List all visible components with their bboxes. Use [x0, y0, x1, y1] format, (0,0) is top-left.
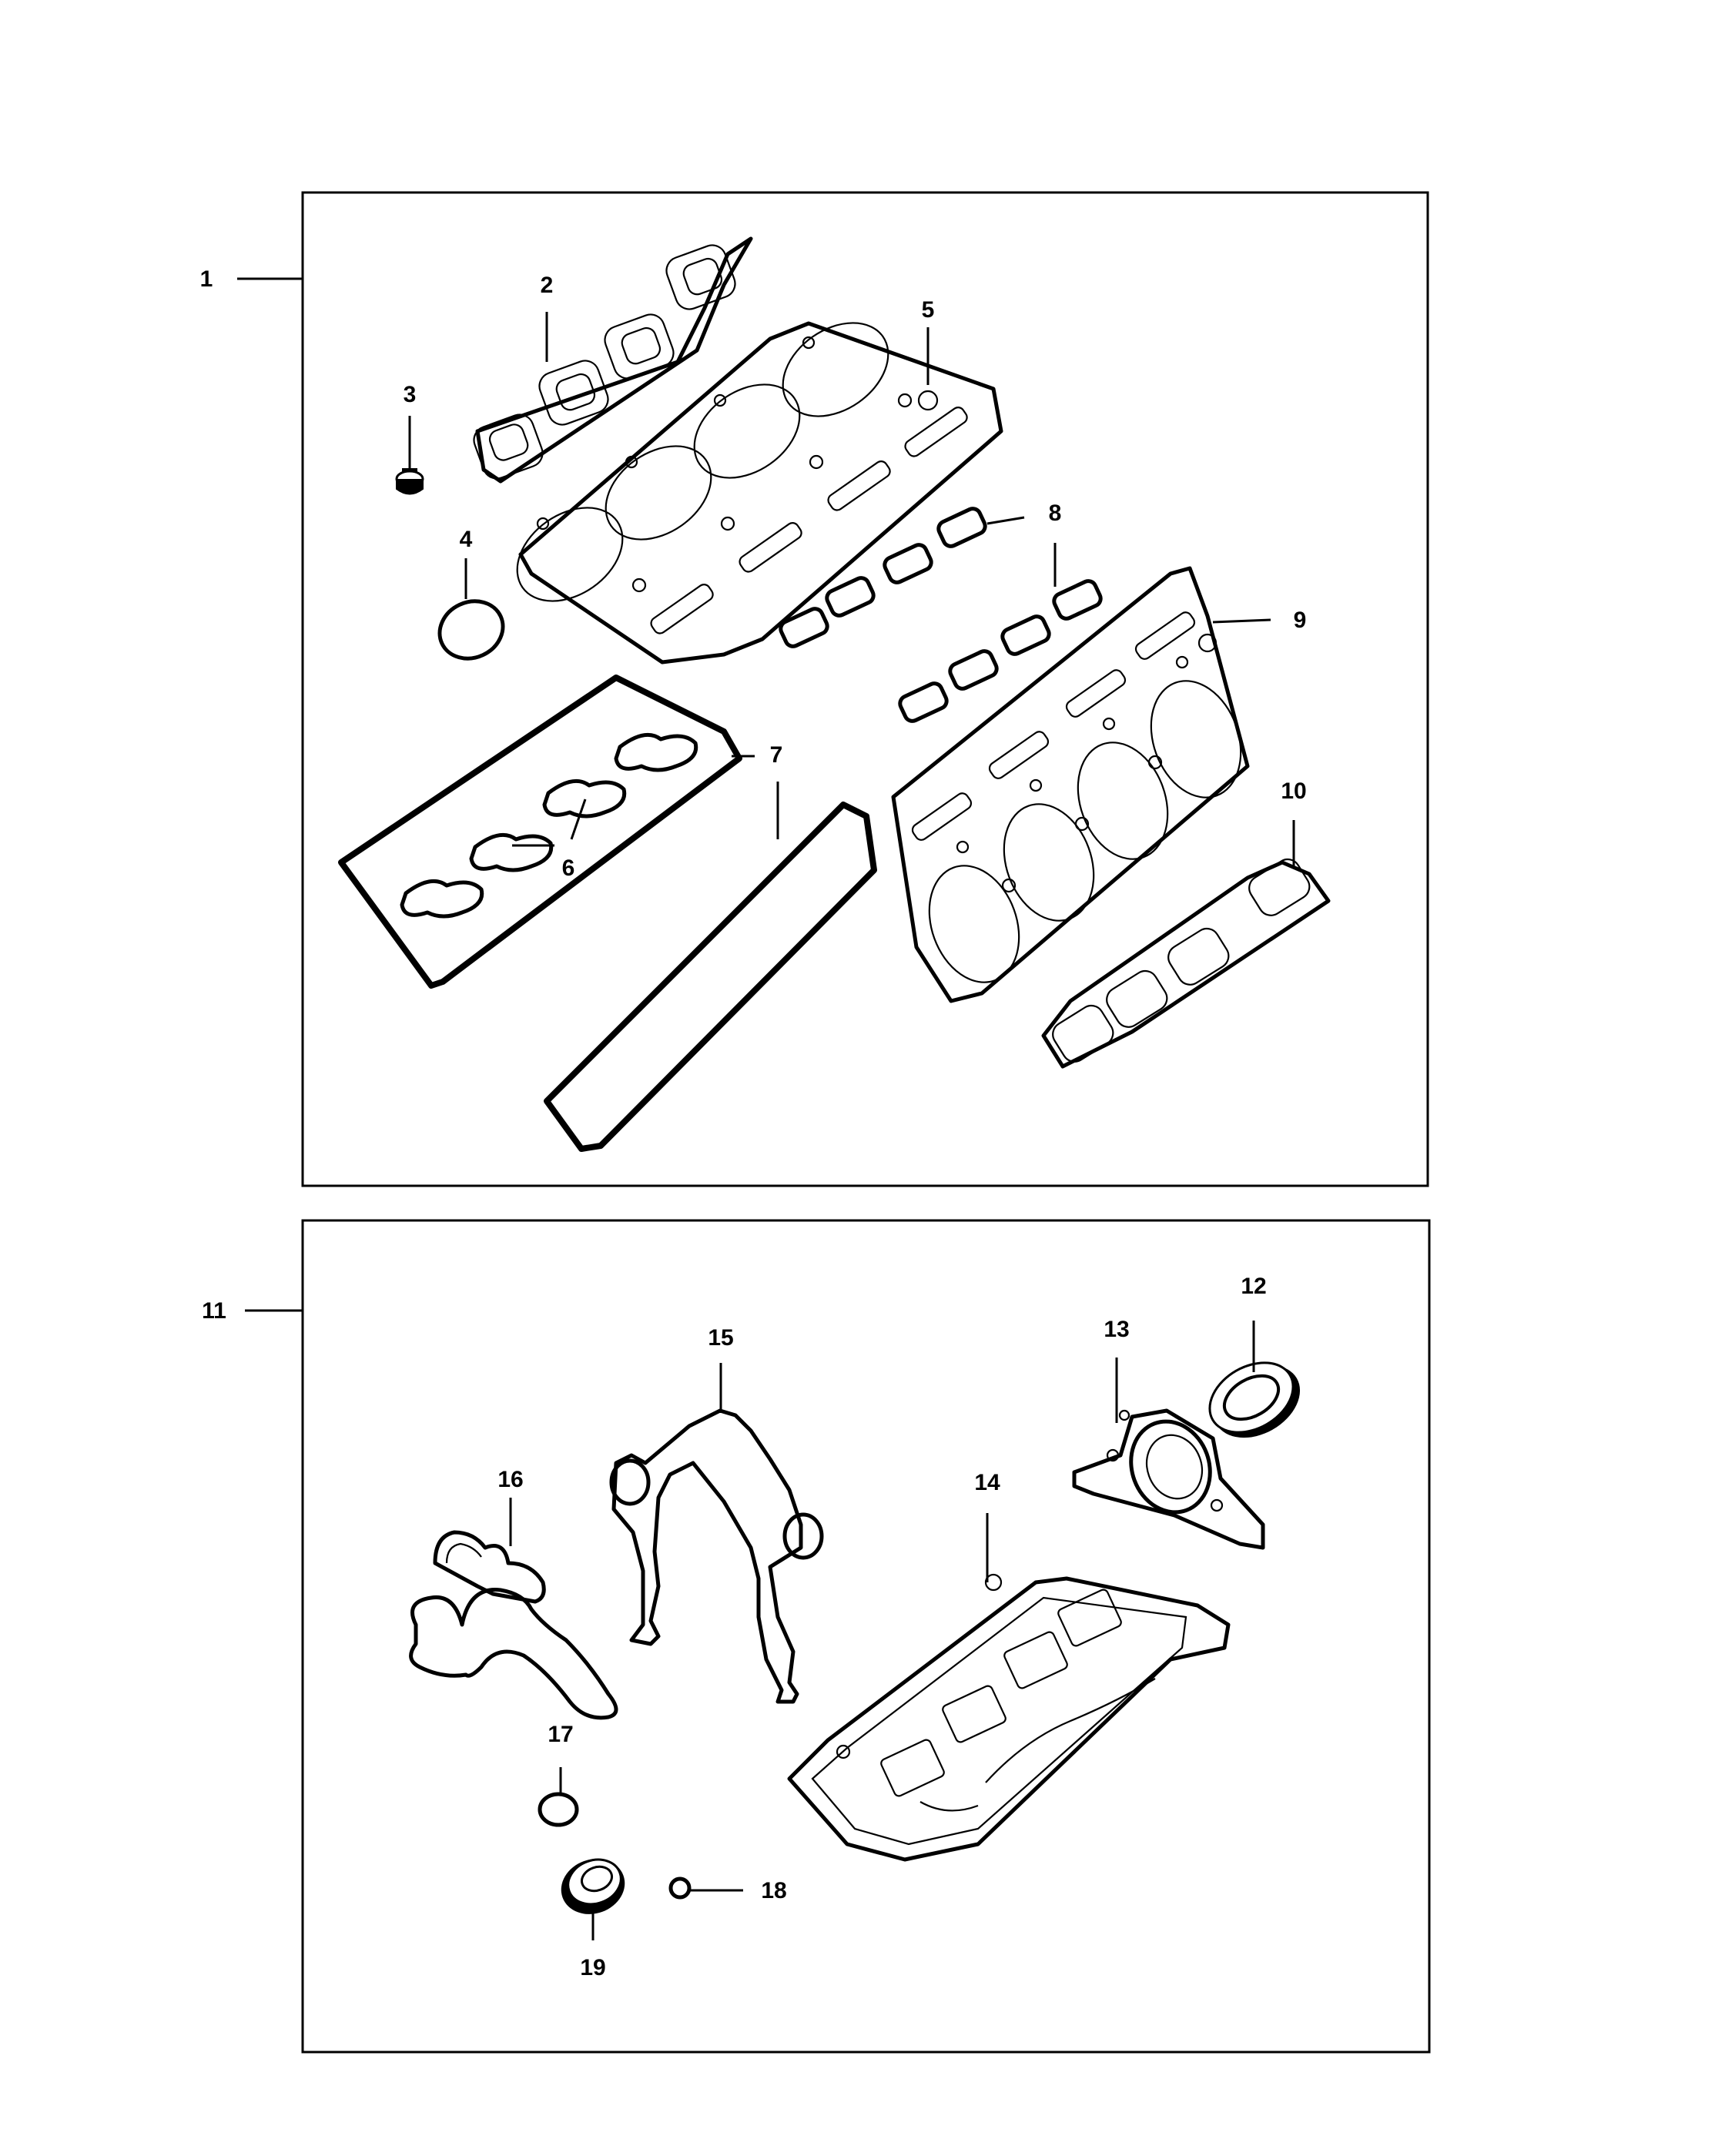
callout-19[interactable]: 19	[580, 1955, 605, 1980]
callout-10[interactable]: 10	[1281, 778, 1306, 804]
callout-18[interactable]: 18	[761, 1878, 786, 1903]
oil-pan-gasket[interactable]	[787, 1573, 1231, 1862]
upper-gasket-set-frame	[301, 191, 1429, 1187]
timing-cover-gasket[interactable]	[609, 1408, 824, 1704]
o-ring-tiny[interactable]	[668, 1876, 692, 1900]
leader-9	[1212, 618, 1271, 624]
callout-8[interactable]: 8	[1049, 500, 1062, 526]
callout-5[interactable]: 5	[922, 297, 935, 323]
water-pump-gasket[interactable]	[409, 1530, 618, 1720]
callout-2[interactable]: 2	[541, 273, 554, 298]
plug[interactable]	[395, 468, 424, 495]
callout-13[interactable]: 13	[1104, 1317, 1129, 1342]
o-ring[interactable]	[430, 591, 513, 669]
exhaust-manifold-gasket-upper[interactable]	[470, 236, 753, 484]
spark-plug-tube-seals[interactable]	[400, 732, 698, 919]
leader-8a	[986, 516, 1025, 525]
o-ring-small[interactable]	[538, 1792, 579, 1827]
callout-11[interactable]: 11	[202, 1298, 226, 1324]
exhaust-manifold-gasket-lower[interactable]	[1041, 855, 1331, 1069]
leader-6b	[570, 798, 587, 840]
rear-main-seal[interactable]	[1197, 1348, 1313, 1452]
valve-cover-gaskets[interactable]	[338, 675, 877, 1152]
callout-17[interactable]: 17	[548, 1722, 573, 1747]
callout-15[interactable]: 15	[708, 1325, 733, 1351]
callout-7[interactable]: 7	[770, 742, 783, 768]
cylinder-head-gasket-right[interactable]	[891, 566, 1256, 1003]
callout-14[interactable]: 14	[974, 1470, 1000, 1495]
lower-gasket-set-frame	[301, 1219, 1431, 2054]
rear-seal-retainer[interactable]	[1072, 1408, 1265, 1550]
callout-1[interactable]: 1	[200, 266, 213, 292]
callout-16[interactable]: 16	[497, 1467, 523, 1492]
callout-3[interactable]: 3	[404, 382, 417, 407]
cylinder-head-gasket-left[interactable]	[500, 303, 1003, 665]
front-crankshaft-seal[interactable]	[554, 1850, 633, 1923]
callout-4[interactable]: 4	[460, 527, 473, 552]
callout-9[interactable]: 9	[1294, 608, 1307, 633]
callout-12[interactable]: 12	[1241, 1274, 1266, 1299]
intake-manifold-gaskets[interactable]	[779, 506, 1104, 723]
callout-6[interactable]: 6	[562, 855, 575, 881]
